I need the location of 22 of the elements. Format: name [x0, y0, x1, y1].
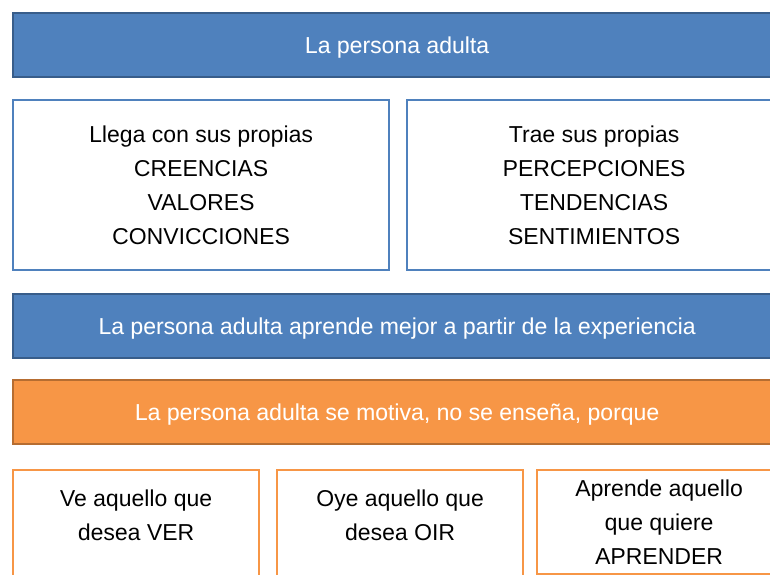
- box-text: Oye aquello que desea OIR: [315, 484, 485, 547]
- content-box: [12, 469, 260, 575]
- box-text: VALORES: [148, 188, 254, 217]
- box-text: La persona adulta se motiva, no se enseña, porque: [134, 398, 660, 427]
- box-text: PERCEPCIONES: [502, 154, 686, 183]
- statement-banner: [12, 293, 770, 359]
- title-banner: [12, 12, 770, 78]
- box-text: Trae sus propias: [508, 120, 680, 149]
- content-box: [12, 99, 390, 271]
- box-text: Llega con sus propias: [89, 120, 313, 149]
- content-box: [276, 469, 524, 575]
- content-box: [406, 99, 770, 271]
- box-text: Ve aquello que desea VER: [58, 484, 214, 547]
- box-text: La persona adulta aprende mejor a partir de la experiencia: [98, 312, 696, 341]
- box-text: CREENCIAS: [134, 154, 268, 183]
- box-text: Aprende aquello que quiere APRENDER: [574, 474, 744, 571]
- box-text: SENTIMIENTOS: [508, 222, 680, 251]
- box-text: CONVICCIONES: [112, 222, 290, 251]
- statement-banner: [12, 379, 770, 445]
- content-box: [536, 469, 770, 575]
- box-text: TENDENCIAS: [520, 188, 668, 217]
- box-text: La persona adulta: [304, 31, 490, 60]
